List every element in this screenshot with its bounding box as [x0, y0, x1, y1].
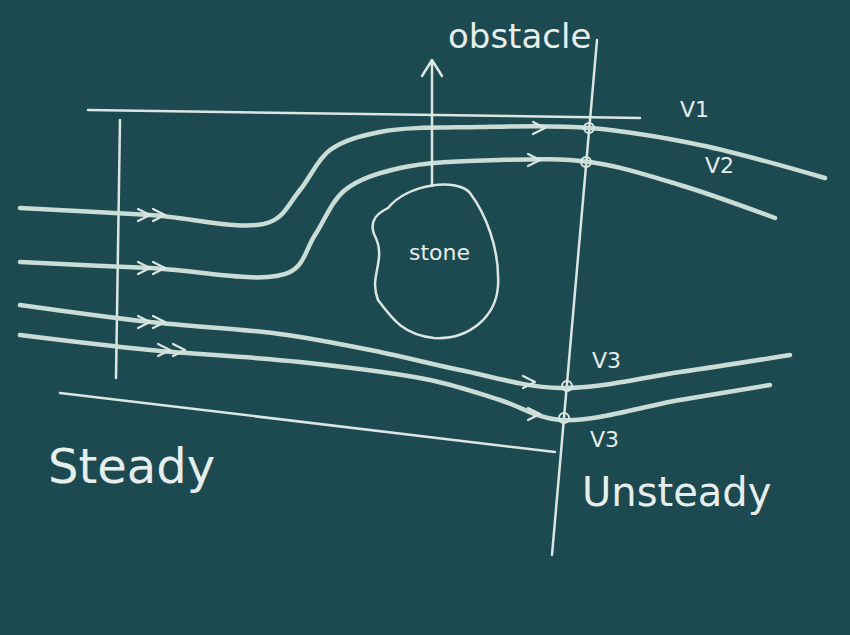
stone-outline	[373, 185, 499, 339]
flow-arrow	[138, 262, 150, 274]
channel-wall	[88, 110, 640, 118]
stone-label: stone	[409, 240, 470, 265]
section-line	[116, 120, 120, 378]
velocity-label: V1	[680, 98, 709, 122]
flow-arrow	[523, 376, 535, 388]
flow-arrow	[153, 209, 165, 221]
flow-arrow	[158, 344, 170, 356]
flow-type-label: Steady	[48, 440, 215, 493]
callout-label: obstacle	[448, 18, 591, 55]
flow-arrow	[533, 122, 545, 134]
streamline	[20, 159, 775, 277]
flow-arrow	[528, 408, 540, 420]
flow-arrow	[153, 262, 165, 274]
measure-point	[581, 157, 591, 167]
measure-point	[562, 381, 572, 391]
velocity-label: V3	[590, 428, 619, 452]
flow-arrow	[173, 344, 185, 356]
flow-arrow	[528, 154, 540, 166]
flow-arrow	[153, 316, 165, 328]
measure-point	[559, 413, 569, 423]
obstacle-stone: stone	[368, 178, 503, 343]
flow-arrow	[138, 209, 150, 221]
streamline	[20, 126, 825, 225]
measure-point	[584, 123, 594, 133]
leader-arrow	[422, 60, 442, 186]
velocity-label: V3	[592, 349, 621, 373]
streamline	[20, 335, 770, 420]
flow-type-label: Unsteady	[582, 470, 771, 514]
velocity-label: V2	[705, 154, 734, 178]
flow-arrow	[138, 316, 150, 328]
